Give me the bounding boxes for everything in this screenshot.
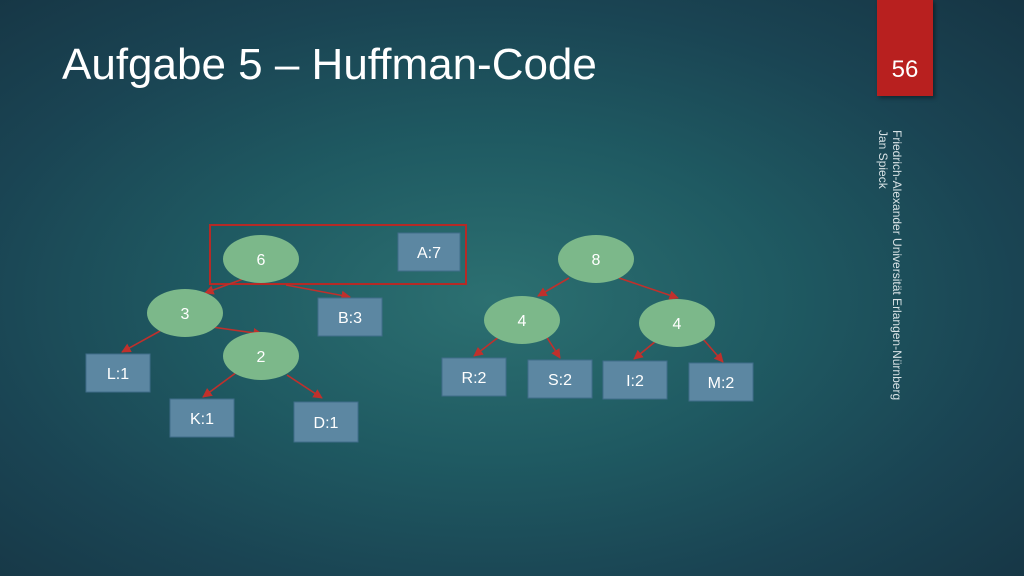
leaf-a7-label: A:7 xyxy=(417,245,441,262)
node-4-right: 4 xyxy=(639,299,715,347)
page-number: 56 xyxy=(891,56,919,83)
leaf-k1-label: K:1 xyxy=(190,411,214,428)
edge-2-to-k1 xyxy=(202,371,238,398)
node-4-left-label: 4 xyxy=(518,313,527,330)
leaf-l1-label: L:1 xyxy=(107,366,129,383)
node-root-6: 6 xyxy=(223,235,299,283)
edge-4-to-r2 xyxy=(473,335,501,357)
edge-4-to-i2 xyxy=(633,340,657,360)
leaf-s2-label: S:2 xyxy=(548,372,572,389)
edge-3-to-l1 xyxy=(121,330,161,353)
node-4-right-label: 4 xyxy=(673,316,682,333)
leaf-i2: I:2 xyxy=(602,360,668,400)
leaf-m2: M:2 xyxy=(688,362,754,402)
highlight-frame xyxy=(209,224,467,285)
leaf-s2: S:2 xyxy=(527,359,593,399)
leaf-r2-label: R:2 xyxy=(462,370,487,387)
node-2-label: 2 xyxy=(257,349,266,366)
edge-2-to-d1 xyxy=(286,374,323,399)
author-name: Jan Spieck xyxy=(876,130,890,189)
node-root-8: 8 xyxy=(558,235,634,283)
edge-8-to-4-right xyxy=(618,277,679,300)
side-caption: Friedrich-Alexander Universität Erlangen… xyxy=(876,130,904,400)
node-root-6-label: 6 xyxy=(257,252,266,269)
edge-4-to-s2 xyxy=(545,335,561,359)
node-3: 3 xyxy=(147,289,223,337)
leaf-k1: K:1 xyxy=(169,398,235,438)
leaf-i2-label: I:2 xyxy=(626,373,644,390)
edge-4-to-m2 xyxy=(702,338,724,363)
leaf-r2: R:2 xyxy=(441,357,507,397)
university-name: Friedrich-Alexander Universität Erlangen… xyxy=(890,130,904,401)
node-2: 2 xyxy=(223,332,299,380)
node-4-left: 4 xyxy=(484,296,560,344)
leaf-m2-label: M:2 xyxy=(708,375,735,392)
leaf-d1: D:1 xyxy=(293,401,359,443)
leaf-l1: L:1 xyxy=(85,353,151,393)
page-number-tab: 56 xyxy=(877,0,933,96)
node-3-label: 3 xyxy=(181,306,190,323)
slide-title: Aufgabe 5 – Huffman-Code xyxy=(62,40,597,89)
edge-8-to-4-left xyxy=(537,277,570,297)
leaf-d1-label: D:1 xyxy=(314,415,339,432)
edge-6-to-3 xyxy=(204,278,244,295)
node-root-8-label: 8 xyxy=(592,252,601,269)
leaf-b3-label: B:3 xyxy=(338,310,362,327)
leaf-b3: B:3 xyxy=(317,297,383,337)
leaf-a7: A:7 xyxy=(397,232,461,272)
edge-6-to-b3 xyxy=(285,284,351,301)
